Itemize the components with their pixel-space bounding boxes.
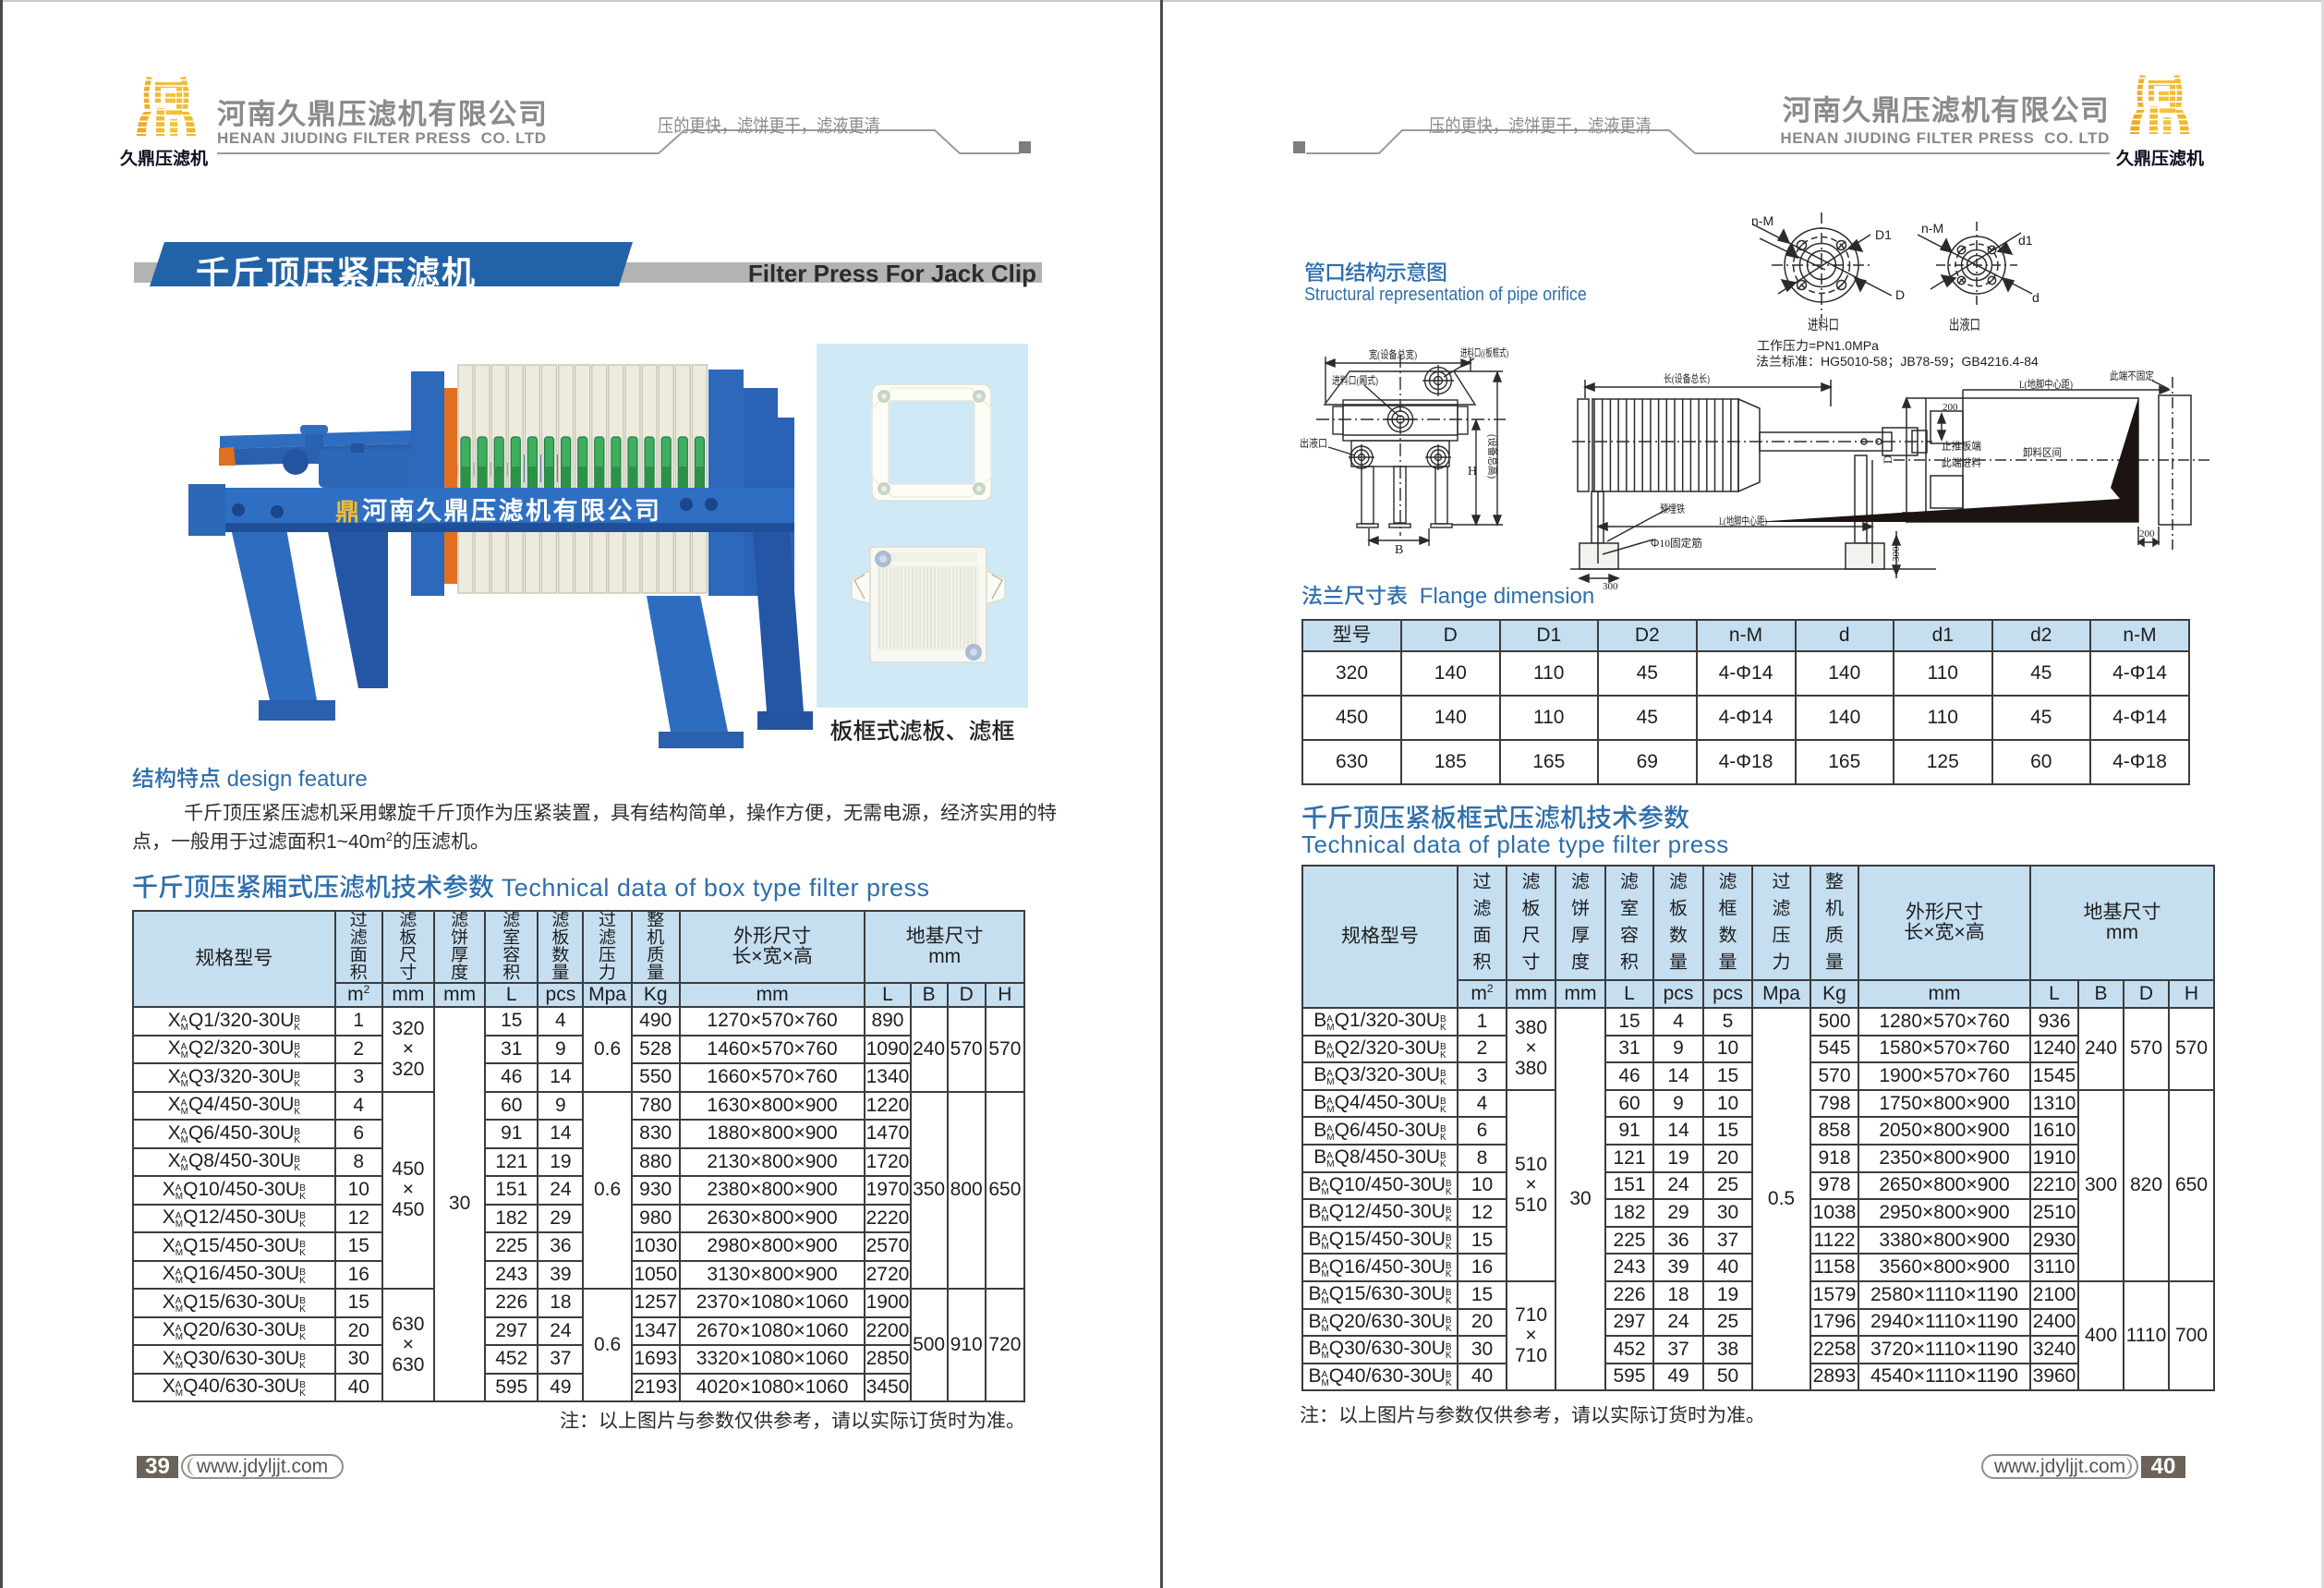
svg-text:长(设备总长): 长(设备总长) bbox=[1664, 370, 1710, 386]
svg-text:L(地脚中心距): L(地脚中心距) bbox=[2019, 376, 2073, 392]
svg-text:进料口((板框式): 进料口((板框式) bbox=[1460, 345, 1508, 360]
svg-text:D: D bbox=[1895, 287, 1905, 302]
svg-text:鼎: 鼎 bbox=[335, 493, 359, 527]
svg-text:Φ10固定筋: Φ10固定筋 bbox=[1651, 535, 1702, 551]
svg-text:d: d bbox=[2032, 290, 2040, 305]
svg-text:D1: D1 bbox=[1875, 227, 1892, 242]
svg-text:预埋铁: 预埋铁 bbox=[1660, 501, 1685, 516]
svg-text:n-M: n-M bbox=[1751, 213, 1773, 228]
svg-text:200: 200 bbox=[2139, 526, 2155, 540]
svg-text:出液口: 出液口 bbox=[1949, 312, 1980, 334]
svg-text:B: B bbox=[1395, 539, 1403, 558]
svg-text:D: D bbox=[1878, 455, 1895, 464]
svg-text:此端不固定: 此端不固定 bbox=[2110, 368, 2154, 383]
svg-text:此端进料: 此端进料 bbox=[1942, 455, 1981, 470]
svg-text:H: H bbox=[1468, 461, 1477, 479]
svg-text:(设备总高): (设备总高) bbox=[1485, 434, 1501, 479]
svg-text:d1: d1 bbox=[2018, 233, 2033, 248]
svg-text:宽(设备总宽): 宽(设备总宽) bbox=[1369, 346, 1417, 362]
svg-text:进料口: 进料口 bbox=[1808, 312, 1839, 334]
svg-text:河南久鼎压滤机有限公司: 河南久鼎压滤机有限公司 bbox=[362, 491, 662, 527]
svg-text:卸料区间: 卸料区间 bbox=[2023, 444, 2062, 460]
svg-text:200: 200 bbox=[1943, 399, 1958, 414]
svg-text:进料口(厢式): 进料口(厢式) bbox=[1332, 372, 1378, 388]
svg-text:n-M: n-M bbox=[1921, 221, 1943, 236]
svg-text:300: 300 bbox=[1603, 578, 1618, 591]
svg-text:止推板端: 止推板端 bbox=[1942, 438, 1981, 454]
svg-text:出液口: 出液口 bbox=[1300, 435, 1327, 451]
svg-text:L(地脚中心距): L(地脚中心距) bbox=[1719, 513, 1767, 528]
svg-text:300: 300 bbox=[1888, 546, 1903, 562]
